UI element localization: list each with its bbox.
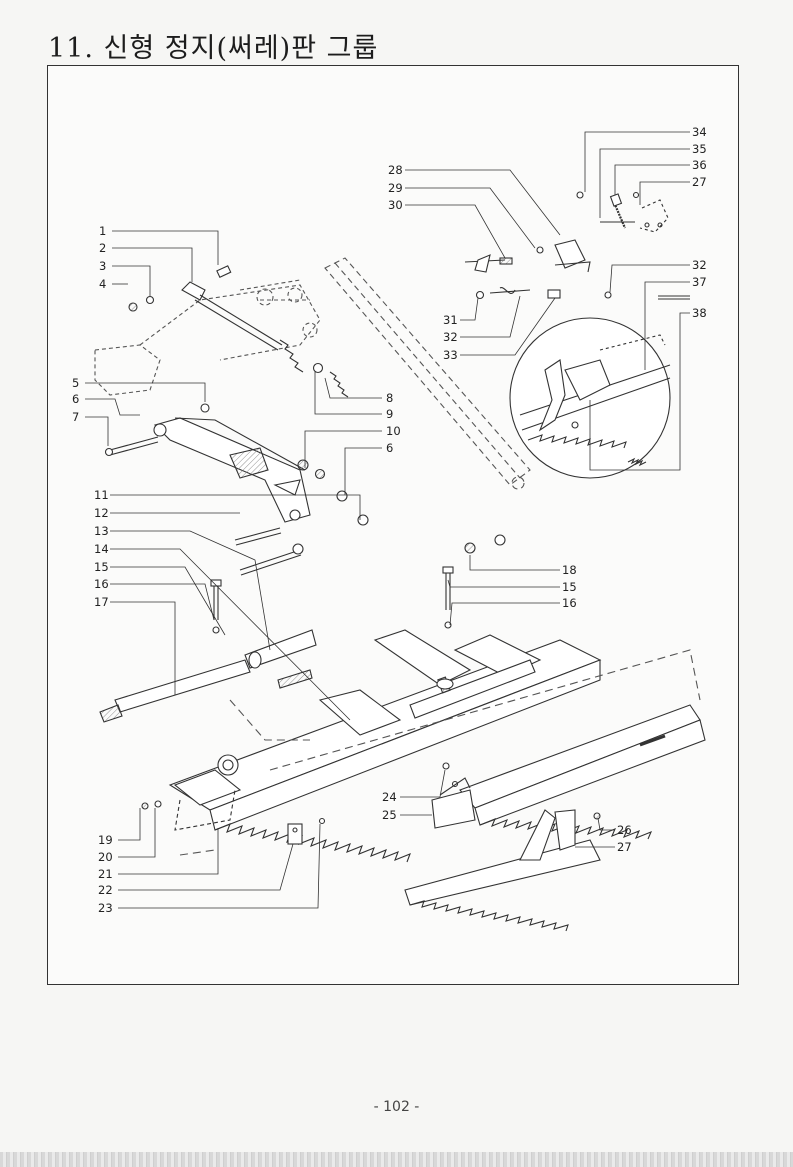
bolts-15-16 (210, 534, 506, 634)
callout-33: 33 (443, 348, 458, 362)
detail-view (509, 317, 671, 479)
pins (104, 436, 304, 576)
callout-12: 12 (94, 506, 109, 520)
callout-5: 5 (72, 376, 79, 390)
plate-22 (141, 800, 326, 845)
swing-arm (153, 403, 369, 526)
drawing-linework (94, 191, 706, 932)
callout-28: 28 (388, 163, 403, 177)
callout-21: 21 (98, 867, 113, 881)
callout-14: 14 (94, 542, 109, 556)
callout-9: 9 (386, 407, 393, 421)
callout-23: 23 (98, 901, 113, 915)
page-number: - 102 - (373, 1099, 420, 1115)
callout-27: 27 (617, 840, 632, 854)
callout-30: 30 (388, 198, 403, 212)
ghost-frame-bracket (94, 279, 321, 396)
callout-16: 16 (94, 577, 109, 591)
callout-10: 10 (386, 424, 401, 438)
harrow-ghost (179, 649, 701, 856)
callout-2: 2 (99, 241, 106, 255)
callout-22: 22 (98, 883, 113, 897)
callout-36: 36 (692, 158, 707, 172)
callout-26: 26 (617, 823, 632, 837)
bolt-item-1 (128, 265, 232, 312)
link-rod (181, 281, 349, 398)
main-shaft (99, 629, 317, 723)
callout-27-top: 27 (692, 175, 707, 189)
callout-32-right: 32 (692, 258, 707, 272)
callout-34: 34 (692, 125, 707, 139)
callout-19: 19 (98, 833, 113, 847)
page-title: 11. 신형 정지(써레)판 그룹 (48, 33, 379, 64)
callout-1: 1 (99, 224, 106, 238)
callouts: 1 2 3 4 5 6 7 11 12 13 14 15 16 17 19 20… (72, 125, 707, 915)
callout-35: 35 (692, 142, 707, 156)
callout-6: 6 (72, 392, 79, 406)
harrow-blade (404, 704, 706, 932)
callout-32: 32 (443, 330, 458, 344)
callout-6-right: 6 (386, 441, 393, 455)
callout-13: 13 (94, 524, 109, 538)
callout-29: 29 (388, 181, 403, 195)
callout-16-right: 16 (562, 596, 577, 610)
callout-15-right: 15 (562, 580, 577, 594)
callout-20: 20 (98, 850, 113, 864)
callout-8: 8 (386, 391, 393, 405)
callout-24: 24 (382, 790, 397, 804)
callout-3: 3 (99, 259, 106, 273)
callout-37: 37 (692, 275, 707, 289)
lever-parts (464, 191, 690, 300)
callout-25: 25 (382, 808, 397, 822)
callout-7: 7 (72, 410, 79, 424)
shaft-ghost (324, 257, 531, 490)
callout-4: 4 (99, 277, 106, 291)
callout-11: 11 (94, 488, 109, 502)
callout-38: 38 (692, 306, 707, 320)
callout-31: 31 (443, 313, 458, 327)
callout-17: 17 (94, 595, 109, 609)
callout-15: 15 (94, 560, 109, 574)
leader-lines (85, 131, 690, 909)
scan-edge (0, 1152, 793, 1167)
callout-18: 18 (562, 563, 577, 577)
